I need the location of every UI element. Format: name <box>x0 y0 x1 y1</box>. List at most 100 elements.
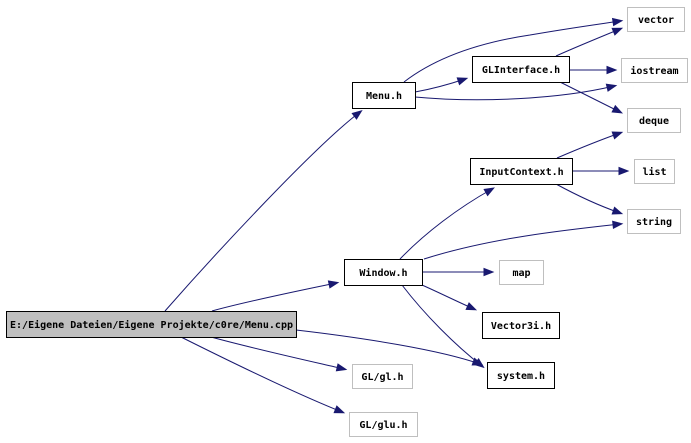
edge-menu_h-to-iostream <box>414 83 618 101</box>
arrowhead-icon <box>612 220 624 230</box>
edge-menu_cpp-to-window_h <box>211 280 340 312</box>
node-box <box>627 209 681 234</box>
node-label: Menu.h <box>366 91 402 102</box>
node-string: string <box>627 209 681 234</box>
arrowhead-icon <box>465 302 478 311</box>
arrowhead-icon <box>618 166 630 176</box>
node-label: Vector3i.h <box>491 320 551 332</box>
edge-glinterface_h-to-deque <box>559 81 624 114</box>
arrowhead-icon <box>327 280 340 289</box>
node-label: vector <box>638 15 674 26</box>
node-vector: vector <box>627 7 685 32</box>
node-system-h[interactable]: system.h <box>487 362 555 389</box>
edge-inputcontext_h-to-string <box>555 183 624 215</box>
edge-line <box>401 284 483 367</box>
node-label: string <box>636 216 672 228</box>
node-label: GLInterface.h <box>482 65 560 76</box>
edge-menu_h-to-glinterface_h <box>414 77 469 93</box>
node-list: list <box>634 159 675 184</box>
node-inputcontext-h[interactable]: InputContext.h <box>470 158 573 185</box>
edge-glinterface_h-to-vector <box>555 27 624 57</box>
node-label: list <box>642 166 666 178</box>
edge-window_h-to-vector3i_h <box>421 284 478 311</box>
arrowhead-icon <box>335 363 348 372</box>
node-menu-cpp[interactable]: E:/Eigene Dateien/Eigene Projekte/c0re/M… <box>6 311 297 338</box>
node-label: map <box>512 268 530 279</box>
arrowhead-icon <box>483 187 495 197</box>
node-label: GL/gl.h <box>361 372 403 383</box>
node-label: system.h <box>497 371 545 382</box>
node-deque: deque <box>627 108 681 133</box>
node-box <box>352 364 413 389</box>
edge-line <box>180 336 343 413</box>
node-box <box>634 159 675 184</box>
arrowhead-icon <box>483 267 495 277</box>
edge-inputcontext_h-to-list <box>571 166 630 176</box>
node-label: GL/glu.h <box>359 420 407 431</box>
arrowhead-icon <box>351 109 363 120</box>
edge-inputcontext_h-to-deque <box>556 131 624 159</box>
edge-line <box>414 85 615 101</box>
node-box <box>344 259 423 286</box>
edge-menu_cpp-to-gl_gl_h <box>210 336 348 372</box>
arrowhead-icon <box>611 131 624 140</box>
arrowhead-icon <box>611 27 624 36</box>
node-box <box>627 108 681 133</box>
node-glinterface-h[interactable]: GLInterface.h <box>472 56 570 83</box>
arrowhead-icon <box>333 405 346 414</box>
node-label: deque <box>639 116 669 127</box>
arrowhead-icon <box>611 206 624 215</box>
node-window-h[interactable]: Window.h <box>344 259 423 286</box>
nodes-layer: E:/Eigene Dateien/Eigene Projekte/c0re/M… <box>6 7 688 437</box>
arrowhead-icon <box>456 77 469 86</box>
node-box <box>487 362 555 389</box>
node-box <box>482 312 560 339</box>
node-gl-glu-h: GL/glu.h <box>349 412 418 437</box>
edge-menu_h-to-vector <box>403 17 624 83</box>
edge-line <box>414 78 466 93</box>
edge-line <box>555 183 621 214</box>
arrowhead-icon <box>605 83 618 92</box>
edges-layer <box>164 17 630 414</box>
node-label: iostream <box>630 65 678 77</box>
edge-line <box>423 223 621 260</box>
edge-line <box>164 111 361 312</box>
node-box <box>6 311 297 338</box>
edge-window_h-to-system_h <box>401 284 485 369</box>
node-box <box>470 158 573 185</box>
edge-line <box>403 20 621 83</box>
node-label: E:/Eigene Dateien/Eigene Projekte/c0re/M… <box>10 319 293 331</box>
arrowhead-icon <box>611 104 624 114</box>
arrowhead-icon <box>473 358 485 369</box>
node-box <box>349 412 418 437</box>
edge-window_h-to-string <box>423 220 624 260</box>
edge-line <box>421 284 475 310</box>
edge-line <box>556 132 621 159</box>
edge-glinterface_h-to-iostream <box>569 65 618 75</box>
arrowhead-icon <box>611 17 624 27</box>
edge-menu_cpp-to-system_h <box>295 329 484 366</box>
node-menu-h[interactable]: Menu.h <box>352 82 416 109</box>
node-box <box>621 58 688 83</box>
node-box <box>352 82 416 109</box>
node-label: InputContext.h <box>479 167 563 178</box>
edge-menu_cpp-to-gl_glu_h <box>180 336 346 414</box>
node-box <box>472 56 570 83</box>
node-iostream: iostream <box>621 58 688 83</box>
node-gl-gl-h: GL/gl.h <box>352 364 413 389</box>
arrowhead-icon <box>606 65 618 75</box>
edge-menu_cpp-to-menu_h <box>164 109 363 312</box>
edge-line <box>555 28 621 57</box>
node-label: Window.h <box>359 267 407 279</box>
node-map: map <box>499 260 544 285</box>
node-vector3i-h[interactable]: Vector3i.h <box>482 312 560 339</box>
edge-line <box>399 188 493 260</box>
node-box <box>499 260 544 285</box>
edge-line <box>211 282 337 312</box>
edge-line <box>210 336 345 370</box>
node-box <box>627 7 685 32</box>
edge-line <box>295 329 481 365</box>
edge-window_h-to-map <box>422 267 495 277</box>
